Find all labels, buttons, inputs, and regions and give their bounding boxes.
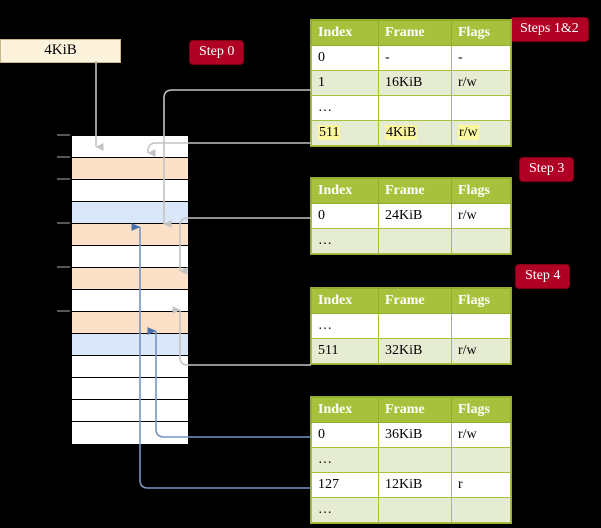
- cell-frame: 24KiB: [378, 203, 452, 229]
- cell-index: 0: [311, 422, 379, 448]
- cell-frame: [378, 228, 452, 254]
- cell-index: 0: [311, 45, 379, 71]
- cell-flags: [451, 95, 511, 121]
- highlighted-value: 4KiB: [385, 125, 418, 140]
- cell-flags: [451, 447, 511, 473]
- memory-row: [72, 246, 188, 268]
- table-row: …: [311, 313, 511, 339]
- memory-tick: [57, 178, 71, 180]
- memory-row: [72, 356, 188, 378]
- cell-frame: -: [378, 45, 452, 71]
- cell-frame: 36KiB: [378, 422, 452, 448]
- frame-box-4kib: 4KiB: [0, 39, 121, 63]
- cell-flags: r/w: [451, 70, 511, 96]
- column-header-index: Index: [311, 288, 379, 314]
- cell-frame: [378, 95, 452, 121]
- badge-steps-1-2: Steps 1&2: [511, 18, 588, 41]
- memory-row: [72, 422, 188, 444]
- cell-flags: [451, 497, 511, 523]
- memory-row: [72, 136, 188, 158]
- memory-row: [72, 290, 188, 312]
- table-row: …: [311, 95, 511, 121]
- cell-frame: 16KiB: [378, 70, 452, 96]
- column-header-flags: Flags: [451, 178, 511, 204]
- cell-frame: [378, 497, 452, 523]
- memory-row: [72, 224, 188, 246]
- cell-flags: r/w: [451, 338, 511, 364]
- memory-row: [72, 312, 188, 334]
- cell-flags: r: [451, 472, 511, 498]
- memory-row: [72, 202, 188, 224]
- column-header-index: Index: [311, 178, 379, 204]
- cell-index: …: [311, 95, 379, 121]
- table-row: 0--: [311, 45, 511, 71]
- cell-index: 0: [311, 203, 379, 229]
- memory-row: [72, 180, 188, 202]
- memory-tick: [57, 134, 71, 136]
- cell-frame: [378, 313, 452, 339]
- cell-flags: [451, 313, 511, 339]
- cell-index: …: [311, 228, 379, 254]
- memory-tick: [57, 310, 71, 312]
- column-header-frame: Frame: [378, 397, 452, 423]
- memory-row: [72, 158, 188, 180]
- column-header-frame: Frame: [378, 178, 452, 204]
- table-row: …: [311, 447, 511, 473]
- cell-frame: 32KiB: [378, 338, 452, 364]
- table-row: …: [311, 228, 511, 254]
- memory-row: [72, 400, 188, 422]
- table-row: 511 4KiB r/w: [311, 120, 511, 146]
- column-header-flags: Flags: [451, 288, 511, 314]
- cell-index: 511: [311, 120, 379, 146]
- column-header-frame: Frame: [378, 20, 452, 46]
- cell-frame: 12KiB: [378, 472, 452, 498]
- column-header-flags: Flags: [451, 397, 511, 423]
- memory-tick: [57, 266, 71, 268]
- cell-index: …: [311, 447, 379, 473]
- cell-flags: [451, 228, 511, 254]
- cell-flags: -: [451, 45, 511, 71]
- wire-level1-row0-to-memory: [179, 217, 311, 275]
- column-header-index: Index: [311, 20, 379, 46]
- cell-frame: 4KiB: [378, 120, 452, 146]
- memory-row: [72, 268, 188, 290]
- cell-index: 1: [311, 70, 379, 96]
- cell-frame: [378, 447, 452, 473]
- memory-tick: [57, 156, 71, 158]
- column-header-flags: Flags: [451, 20, 511, 46]
- cell-index: …: [311, 313, 379, 339]
- highlighted-value: r/w: [458, 125, 479, 140]
- highlighted-value: 511: [318, 125, 341, 140]
- physical-memory-column: [70, 134, 190, 446]
- cell-flags: r/w: [451, 120, 511, 146]
- column-header-frame: Frame: [378, 288, 452, 314]
- memory-row: [72, 378, 188, 400]
- column-header-index: Index: [311, 397, 379, 423]
- cell-index: …: [311, 497, 379, 523]
- cell-index: 511: [311, 338, 379, 364]
- memory-tick: [57, 222, 71, 224]
- wire-level2-row511-to-memory: [172, 306, 311, 366]
- cell-flags: r/w: [451, 203, 511, 229]
- memory-row: [72, 334, 188, 356]
- badge-step-0: Step 0: [190, 41, 244, 64]
- cell-index: 127: [311, 472, 379, 498]
- badge-step-4: Step 4: [516, 265, 570, 288]
- table-row: …: [311, 497, 511, 523]
- badge-step-3: Step 3: [520, 158, 574, 181]
- cell-flags: r/w: [451, 422, 511, 448]
